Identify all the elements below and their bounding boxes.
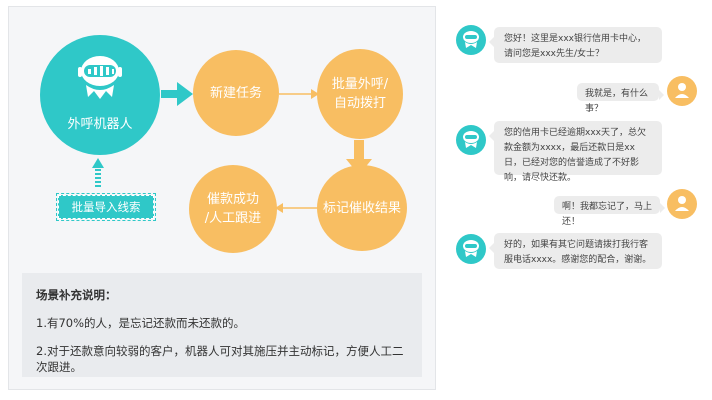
bot-avatar xyxy=(456,234,486,264)
step-mark-result-label: 标记催收结果 xyxy=(322,200,401,216)
chat-message-text: 您好！这里是xxx银行信用卡中心，请问您是xxx先生/女士？ xyxy=(504,34,646,59)
chat-message-bot: 好的，如果有其它问题请拨打我行客服电话xxxx。感谢您的配合，谢谢。 xyxy=(489,233,662,269)
arrow-mark-to-success xyxy=(275,203,319,213)
person-icon xyxy=(675,196,689,211)
chat-message-text: 啊！我都忘记了，马上还！ xyxy=(562,202,653,227)
flow-panel: 外呼机器人 新建任务 批量外呼/ 自动拨打 标记催收结果 催款成功 /人工跟进 … xyxy=(8,6,436,390)
step-batch-dial-label: 批量外呼/ 自动拨打 xyxy=(331,77,389,111)
bot-avatar xyxy=(456,125,486,155)
arrow-task-to-dial xyxy=(279,89,319,99)
notes-line-1: 1.有70%的人，是忘记还款而未还款的。 xyxy=(36,316,246,330)
notes-box: 场景补充说明： 1.有70%的人，是忘记还款而未还款的。 2.对于还款意向较弱的… xyxy=(22,273,422,377)
chat-message-bot: 您好！这里是xxx银行信用卡中心，请问您是xxx先生/女士？ xyxy=(489,27,662,63)
chat-message-bot: 您的信用卡已经逾期xxx天了，总欠款金额为xxxx，最后还款日是xx日，已经对您… xyxy=(489,121,662,183)
step-new-task-label: 新建任务 xyxy=(209,85,262,101)
arrow-import-to-robot xyxy=(92,158,104,187)
bot-avatar xyxy=(456,25,486,55)
robot-icon xyxy=(78,56,122,99)
step-success-label: 催款成功 /人工跟进 xyxy=(204,192,262,226)
chat-message-text: 我就是，有什么事？ xyxy=(585,89,649,114)
robot-icon xyxy=(463,131,479,148)
batch-import-label: 批量导入线索 xyxy=(71,200,141,214)
robot-label: 外呼机器人 xyxy=(67,117,133,132)
user-avatar xyxy=(667,189,697,219)
step-success: 催款成功 /人工跟进 xyxy=(189,165,277,253)
chat-message-user: 啊！我都忘记了，马上还！ xyxy=(554,196,665,227)
notes-title: 场景补充说明： xyxy=(36,288,117,302)
step-new-task: 新建任务 xyxy=(193,50,279,136)
chat-message-user: 我就是，有什么事？ xyxy=(577,83,664,114)
step-mark-result: 标记催收结果 xyxy=(317,165,407,251)
robot-icon xyxy=(463,240,479,257)
step-batch-dial: 批量外呼/ 自动拨打 xyxy=(317,49,403,139)
person-icon xyxy=(675,83,689,98)
notes-line-2: 2.对于还款意向较弱的客户，机器人可对其施压并主动标记，方便人工二次跟进。 xyxy=(36,344,404,374)
user-avatar xyxy=(667,76,697,106)
chat-message-text: 您的信用卡已经逾期xxx天了，总欠款金额为xxxx，最后还款日是xx日，已经对您… xyxy=(504,128,646,183)
arrow-robot-to-task xyxy=(161,82,193,106)
batch-import-button[interactable]: 批量导入线索 xyxy=(56,193,156,221)
robot-node: 外呼机器人 xyxy=(40,35,160,155)
robot-icon xyxy=(463,31,479,48)
chat-message-text: 好的，如果有其它问题请拨打我行客服电话xxxx。感谢您的配合，谢谢。 xyxy=(504,240,652,265)
